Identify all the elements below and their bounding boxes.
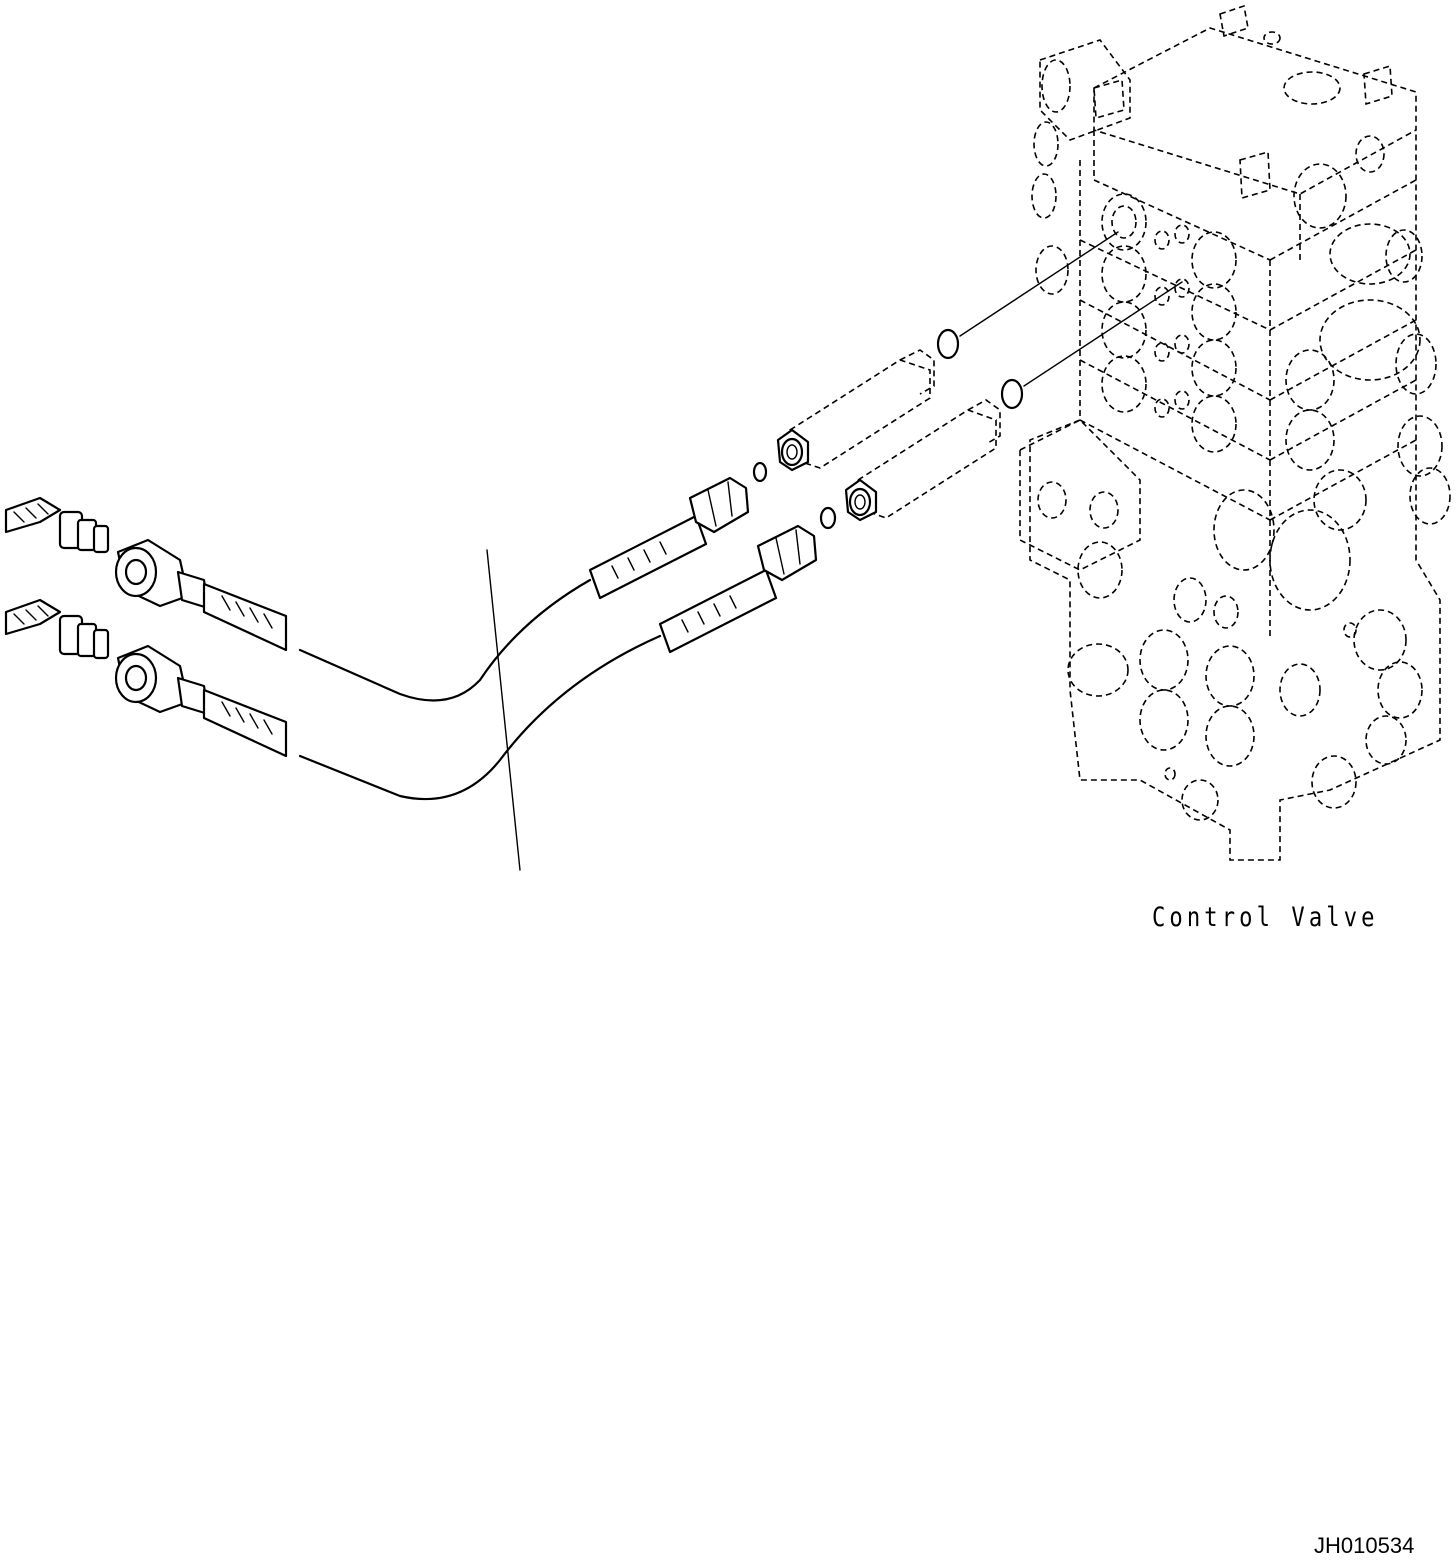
hose-upper <box>298 578 592 702</box>
mating-connector-lower <box>4 598 110 660</box>
adapter-upper <box>776 349 935 472</box>
o-ring-lower-2 <box>1000 378 1024 410</box>
o-ring-upper-2 <box>936 328 960 360</box>
hose-fitting-upper-left <box>114 538 288 652</box>
o-ring-lower-1 <box>819 506 837 530</box>
drawing-id-label: JH010534 <box>1314 1533 1415 1558</box>
mating-connector-upper <box>4 496 110 554</box>
leader-line-upper <box>959 231 1119 337</box>
part-label-control-valve: Control Valve <box>1152 902 1379 933</box>
adapter-lower <box>844 399 1001 522</box>
control-valve-assembly <box>1019 4 1451 861</box>
o-ring-upper-1 <box>752 461 768 483</box>
section-line <box>486 549 521 871</box>
hose-lower <box>298 634 662 801</box>
hose-nut-lower-right <box>658 524 818 654</box>
hose-nut-upper-right <box>588 476 750 600</box>
hose-fitting-lower-left <box>114 644 288 758</box>
